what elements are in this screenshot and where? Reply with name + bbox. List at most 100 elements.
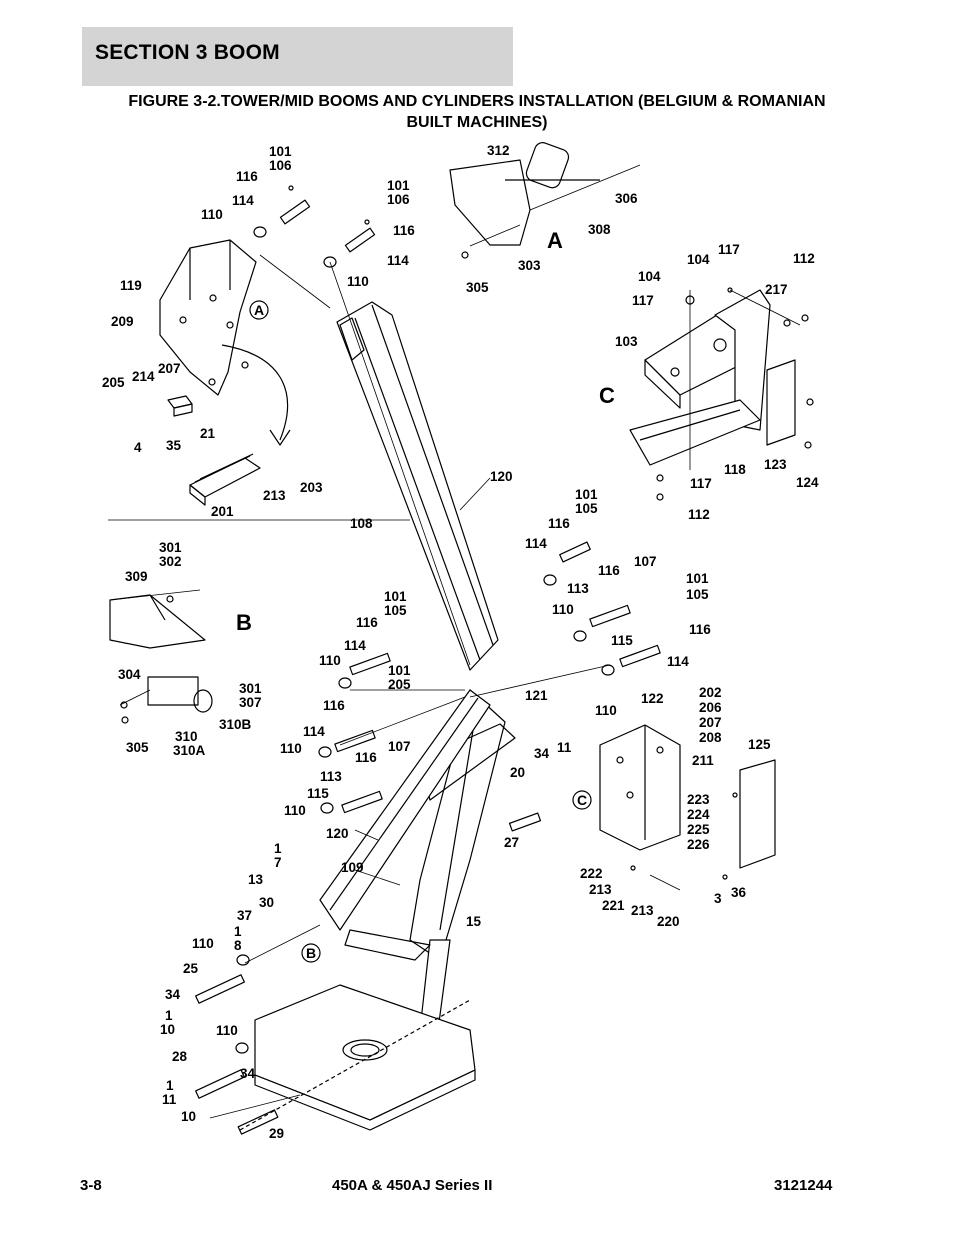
part-label: 116 (598, 563, 620, 578)
part-label: 221 (602, 898, 625, 913)
callout-circle-a (249, 300, 269, 320)
part-label: 310B (219, 717, 252, 732)
part-label: 224 (687, 807, 710, 822)
part-labels: 101 106 116 114 110 101 106 116 114 110 … (102, 143, 819, 1141)
part-label: 307 (239, 695, 262, 710)
part-label: 114 (387, 253, 409, 268)
part-label: 303 (518, 258, 541, 273)
part-label: 202 (699, 685, 722, 700)
part-label: 34 (240, 1066, 256, 1081)
part-label: 34 (534, 746, 550, 761)
part-label: 110 (595, 703, 617, 718)
part-label: 107 (388, 739, 411, 754)
part-label: 310A (173, 743, 206, 758)
part-label: 106 (387, 192, 410, 207)
part-label: 110 (216, 1023, 238, 1038)
part-label: 117 (690, 476, 712, 491)
part-label: 37 (237, 908, 252, 923)
part-label: 117 (632, 293, 654, 308)
part-label: 114 (525, 536, 547, 551)
part-label: 110 (192, 936, 214, 951)
part-label: 304 (118, 667, 141, 682)
detail-callout-b-small: B (306, 945, 316, 961)
part-label: 305 (466, 280, 489, 295)
part-label: 213 (631, 903, 654, 918)
part-label: 201 (211, 504, 234, 519)
part-label: 310 (175, 729, 198, 744)
part-label: 123 (764, 457, 787, 472)
part-label: 34 (165, 987, 181, 1002)
figure-title-line-1: FIGURE 3-2.TOWER/MID BOOMS AND CYLINDERS… (128, 93, 826, 110)
part-label: 205 (102, 375, 125, 390)
part-label: 35 (166, 438, 182, 453)
part-label: 220 (657, 914, 680, 929)
part-label: 108 (350, 516, 373, 531)
part-label: 116 (356, 615, 378, 630)
part-label: 214 (132, 369, 155, 384)
part-label: 110 (284, 803, 306, 818)
part-label: 113 (320, 769, 342, 784)
drawing-linework (108, 142, 814, 1135)
part-label: 11 (162, 1092, 177, 1107)
part-label: 11 (557, 740, 572, 755)
part-label: 36 (731, 885, 747, 900)
part-label: 114 (344, 638, 366, 653)
part-label: 206 (699, 700, 722, 715)
part-label: 112 (793, 251, 815, 266)
part-label: 302 (159, 554, 182, 569)
part-label: 213 (263, 488, 286, 503)
part-label: 119 (120, 278, 142, 293)
callout-circle-b (301, 943, 321, 963)
part-label: 1 (234, 924, 242, 939)
part-label: 112 (688, 507, 710, 522)
part-label: 3 (714, 891, 722, 906)
part-label: 306 (615, 191, 638, 206)
part-label: 101 (387, 178, 410, 193)
section-title: SECTION 3 BOOM (95, 41, 280, 64)
part-label: 110 (319, 653, 341, 668)
part-label: 20 (510, 765, 525, 780)
part-label: 226 (687, 837, 710, 852)
part-label: 312 (487, 143, 510, 158)
part-label: 211 (692, 753, 714, 768)
part-label: 116 (689, 622, 711, 637)
detail-callout-c: C (599, 383, 615, 408)
part-label: 114 (667, 654, 689, 669)
part-label: 203 (300, 480, 323, 495)
part-label: 10 (160, 1022, 175, 1037)
part-label: 109 (341, 860, 364, 875)
callout-circle-c (572, 790, 592, 810)
part-label: 27 (504, 835, 519, 850)
part-label: 305 (126, 740, 149, 755)
part-label: 104 (638, 269, 661, 284)
part-label: 1 (165, 1008, 173, 1023)
part-label: 308 (588, 222, 611, 237)
part-label: 301 (239, 681, 262, 696)
part-label: 116 (236, 169, 258, 184)
detail-callout-a: A (547, 228, 563, 253)
part-label: 110 (347, 274, 369, 289)
part-label: 116 (548, 516, 570, 531)
footer-doc-number: 3121244 (774, 1177, 833, 1194)
part-label: 114 (303, 724, 325, 739)
footer-model: 450A & 450AJ Series II (332, 1177, 493, 1194)
part-label: 118 (724, 462, 746, 477)
part-label: 125 (748, 737, 771, 752)
part-label: 104 (687, 252, 710, 267)
part-label: 101 (269, 144, 292, 159)
part-label: 21 (200, 426, 216, 441)
part-label: 106 (269, 158, 292, 173)
part-label: 101 (575, 487, 598, 502)
part-label: 107 (634, 554, 657, 569)
part-label: 309 (125, 569, 148, 584)
part-label: 29 (269, 1126, 284, 1141)
part-label: 115 (611, 633, 633, 648)
detail-callout-c-small: C (577, 792, 587, 808)
part-label: 121 (525, 688, 548, 703)
detail-callout-b: B (236, 610, 252, 635)
part-label: 7 (274, 855, 282, 870)
part-label: 4 (134, 440, 142, 455)
part-label: 207 (158, 361, 181, 376)
part-label: 10 (181, 1109, 196, 1124)
